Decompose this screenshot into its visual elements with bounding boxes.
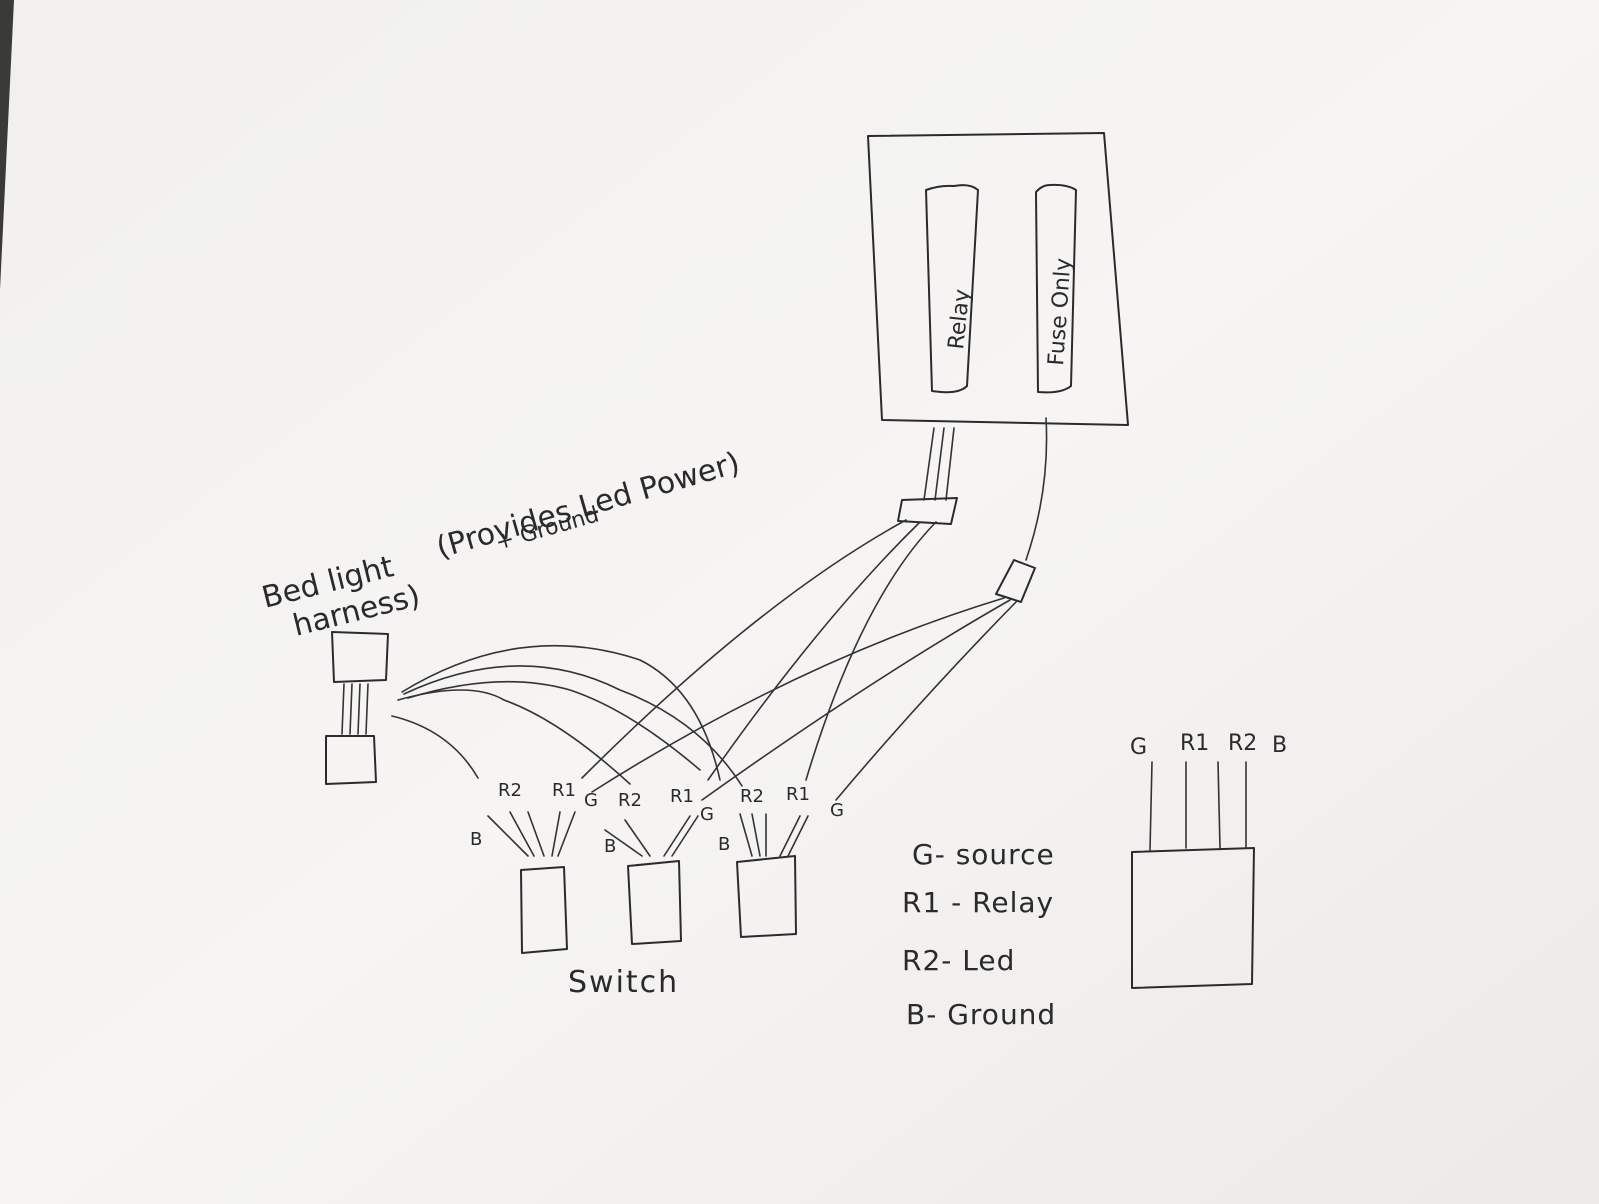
switch-1-pin-b: B xyxy=(470,829,482,850)
fuse-box-cables xyxy=(897,417,1048,603)
relay-slot xyxy=(925,184,979,394)
legend: G- source R1 - Relay R2- Led B- Ground xyxy=(902,838,1056,1031)
relay-connector xyxy=(897,497,958,525)
switch-label: Switch xyxy=(568,965,679,1000)
switch-1: B R2 R1 G xyxy=(470,780,598,954)
fuse-box: Relay Fuse Only xyxy=(867,132,1129,426)
switch-group: B R2 R1 G B R2 R1 G B R2 R1 xyxy=(470,780,844,1000)
switch-1-pin-r2: R2 xyxy=(498,780,522,801)
switch-1-pin-r1: R1 xyxy=(552,780,576,801)
switch-2-pin-b: B xyxy=(604,836,616,857)
switch-3-pin-b: B xyxy=(718,834,730,855)
harness-plug-top xyxy=(331,631,389,683)
fuse-slot xyxy=(1035,183,1077,394)
switch-3-pin-r2: R2 xyxy=(740,786,764,807)
harness-plug-bottom xyxy=(325,735,377,785)
fuse-connector xyxy=(995,559,1036,603)
pinout-diagram: G R1 R2 B xyxy=(1130,731,1287,989)
switch-3-pin-r1: R1 xyxy=(786,784,810,805)
switch-2-pin-r1: R1 xyxy=(670,786,694,807)
pinout-r1: R1 xyxy=(1180,731,1209,756)
legend-item-r2: R2- Led xyxy=(902,944,1015,977)
pinout-r2: R2 xyxy=(1228,731,1257,756)
switch-2-pin-g: G xyxy=(700,804,714,825)
pinout-g: G xyxy=(1130,735,1147,760)
switch-1-pin-g: G xyxy=(584,790,598,811)
switch-3: B R2 R1 G xyxy=(718,784,844,938)
legend-item-b: B- Ground xyxy=(906,998,1056,1031)
pinout-b: B xyxy=(1272,733,1287,758)
switch-2: B R2 R1 G xyxy=(604,786,714,945)
relay-wires xyxy=(581,519,1017,801)
switch-3-pin-g: G xyxy=(830,800,844,821)
switch-2-pin-r2: R2 xyxy=(618,790,642,811)
legend-item-g: G- source xyxy=(912,838,1055,871)
legend-item-r1: R1 - Relay xyxy=(902,886,1054,919)
harness-wires xyxy=(391,644,743,787)
